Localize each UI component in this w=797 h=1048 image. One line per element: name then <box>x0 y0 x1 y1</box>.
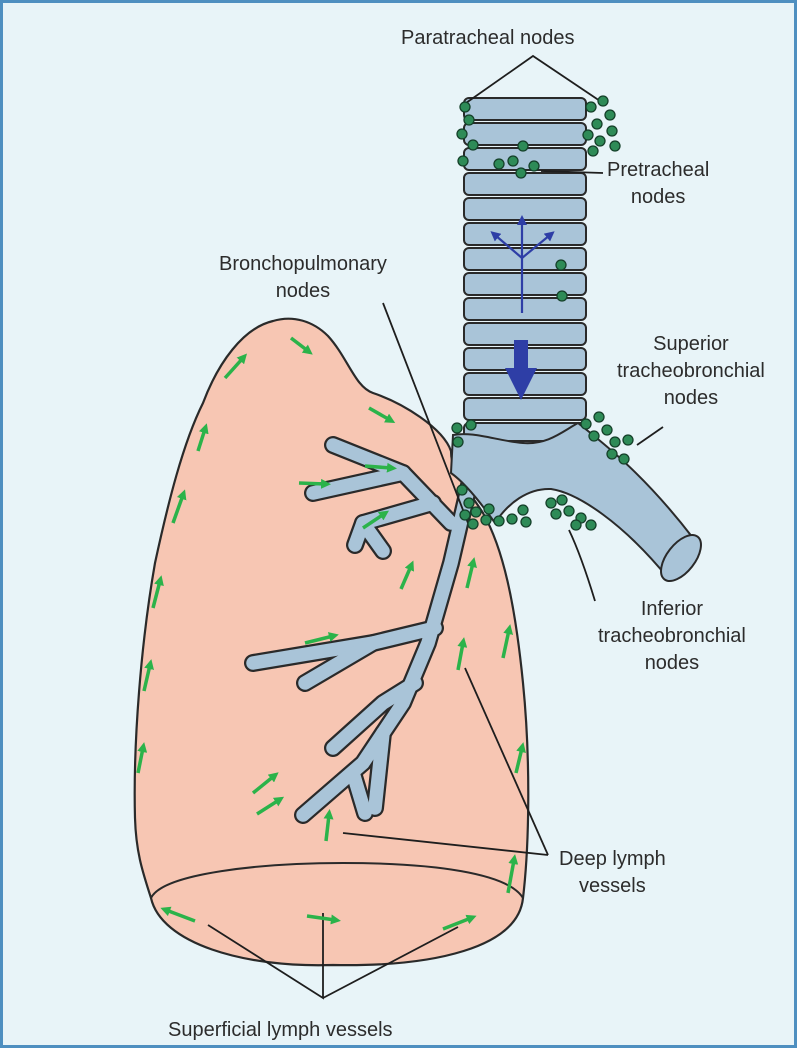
paratracheal-node <box>598 96 608 106</box>
bronchopulmonary-node <box>460 510 470 520</box>
pretracheal-nodes-label: Pretracheal nodes <box>607 157 709 211</box>
deep-lymph-arrow <box>365 466 391 468</box>
paratracheal-node <box>457 129 467 139</box>
superior-tracheobronchial-node <box>589 431 599 441</box>
pretracheal-node <box>557 291 567 301</box>
pretracheal-node <box>556 260 566 270</box>
superior-tracheobronchial-node <box>594 412 604 422</box>
paratracheal-node <box>586 102 596 112</box>
paratracheal-node <box>605 110 615 120</box>
superior-tracheobronchial-node <box>466 420 476 430</box>
inferior-tracheobronchial-node <box>586 520 596 530</box>
paratracheal-node <box>468 140 478 150</box>
paratracheal-node <box>607 126 617 136</box>
pretracheal-node <box>518 141 528 151</box>
superior-tracheobronchial-node <box>610 437 620 447</box>
bronchopulmonary-node <box>468 519 478 529</box>
inferior-tracheobronchial-node <box>551 509 561 519</box>
paratracheal-node <box>610 141 620 151</box>
inferior-tracheobronchial-nodes-label: Inferior tracheobronchial nodes <box>598 596 746 677</box>
superior-tracheobronchial-node <box>607 449 617 459</box>
inferior-tracheobronchial-node <box>546 498 556 508</box>
bronchopulmonary-node <box>521 517 531 527</box>
deep-lymph-vessels-label: Deep lymph vessels <box>559 846 666 900</box>
bronchopulmonary-node <box>481 515 491 525</box>
superficial-lymph-vessels-label: Superficial lymph vessels <box>168 1017 393 1044</box>
superior-tracheobronchial-node <box>623 435 633 445</box>
bronchopulmonary-node <box>494 516 504 526</box>
pretracheal-node <box>494 159 504 169</box>
inferior-tracheobronchial-node <box>564 506 574 516</box>
paratracheal-node <box>464 115 474 125</box>
bronchopulmonary-node <box>507 514 517 524</box>
bronchopulmonary-node <box>484 504 494 514</box>
paratracheal-node <box>592 119 602 129</box>
paratracheal-node <box>595 136 605 146</box>
superior-tracheobronchial-nodes-label: Superior tracheobronchial nodes <box>617 331 765 412</box>
deep-lymph-arrow <box>299 483 325 484</box>
bronchopulmonary-node <box>471 507 481 517</box>
superior-tracheobronchial-node <box>452 423 462 433</box>
pretracheal-node <box>508 156 518 166</box>
paratracheal-nodes-label: Paratracheal nodes <box>401 25 574 52</box>
inferior-tracheobronchial-node <box>571 520 581 530</box>
paratracheal-leader <box>466 56 603 103</box>
paratracheal-node <box>588 146 598 156</box>
paratracheal-node <box>460 102 470 112</box>
pretracheal-node <box>516 168 526 178</box>
bronchopulmonary-node <box>457 485 467 495</box>
pretracheal-node <box>529 161 539 171</box>
superior-tracheobronchial-node <box>453 437 463 447</box>
superior-tracheobronchial-leader <box>637 427 663 445</box>
bronchopulmonary-nodes-label: Bronchopulmonary nodes <box>219 251 387 305</box>
inferior-tracheobronchial-leader <box>569 530 595 601</box>
inferior-tracheobronchial-node <box>557 495 567 505</box>
bronchopulmonary-node <box>518 505 528 515</box>
superior-tracheobronchial-node <box>619 454 629 464</box>
paratracheal-node <box>583 130 593 140</box>
superior-tracheobronchial-node <box>602 425 612 435</box>
superior-tracheobronchial-node <box>581 419 591 429</box>
pretracheal-node <box>458 156 468 166</box>
bronchopulmonary-node <box>464 498 474 508</box>
